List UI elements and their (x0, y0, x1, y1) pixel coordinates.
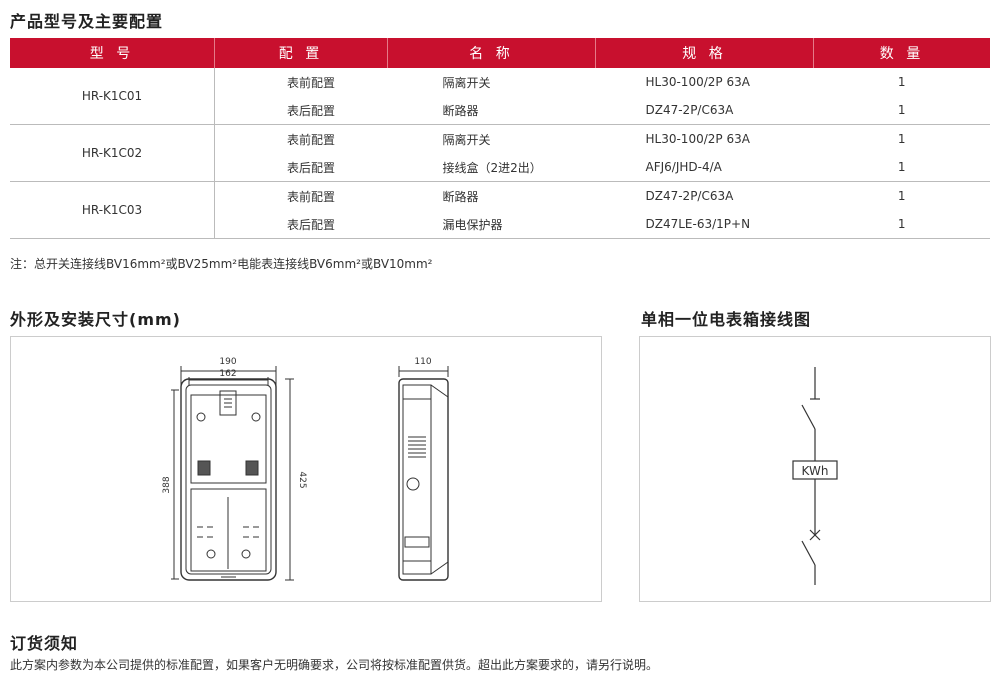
dim-depth: 110 (414, 357, 431, 367)
col-header-qty: 数 量 (813, 38, 990, 68)
table-row: HR-K1C01 表前配置 隔离开关 HL30-100/2P 63A 1 (10, 68, 990, 125)
table-header-row: 型 号 配 置 名 称 规 格 数 量 (10, 38, 990, 68)
kwh-meter-label: KWh (802, 464, 829, 478)
cell-config: 表后配置 (214, 210, 388, 239)
cell-config: 表前配置 (287, 189, 336, 204)
col-header-name: 名 称 (387, 38, 596, 68)
cell-qty: 1 (897, 189, 906, 203)
wiring-section-title: 单相一位电表箱接线图 (641, 310, 812, 329)
cell-name: 隔离开关 (442, 132, 491, 147)
config-section-title: 产品型号及主要配置 (10, 12, 164, 31)
cell-spec: DZ47-2P/C63A (595, 96, 814, 125)
cell-qty: 1 (897, 132, 906, 146)
cell-qty: 1 (813, 96, 990, 125)
col-header-config: 配 置 (214, 38, 388, 68)
dimension-drawing-panel: 190 162 388 425 110 (10, 336, 602, 602)
cell-model: HR-K1C01 (10, 68, 215, 125)
dim-height-inner: 388 (162, 476, 172, 493)
cell-name: 断路器 (442, 189, 479, 204)
dimensions-section-title: 外形及安装尺寸(mm) (10, 310, 181, 329)
cell-spec: HL30-100/2P 63A (645, 75, 750, 89)
cell-spec: DZ47LE-63/1P+N (595, 210, 814, 239)
table-row: HR-K1C03 表前配置 断路器 DZ47-2P/C63A 1 (10, 181, 990, 239)
cell-spec: DZ47-2P/C63A (645, 189, 734, 203)
cell-config: 表后配置 (214, 153, 388, 182)
cell-qty: 1 (897, 75, 906, 89)
cell-qty: 1 (813, 210, 990, 239)
cell-spec: AFJ6/JHD-4/A (595, 153, 814, 182)
cell-qty: 1 (813, 153, 990, 182)
cell-name: 漏电保护器 (387, 210, 596, 239)
dim-top-outer: 190 (219, 357, 236, 367)
cell-spec: HL30-100/2P 63A (645, 132, 750, 146)
dim-height-outer: 425 (297, 471, 307, 488)
dimension-drawing: 190 162 388 425 110 (162, 357, 449, 581)
dim-top-inner: 162 (219, 369, 236, 379)
col-header-model: 型 号 (10, 38, 215, 68)
cell-name: 隔离开关 (442, 75, 491, 90)
cell-model: HR-K1C02 (10, 124, 215, 182)
cell-config: 表前配置 (287, 75, 336, 90)
table-row: HR-K1C02 表前配置 隔离开关 HL30-100/2P 63A 1 (10, 124, 990, 182)
wiring-note: 注：总开关连接线BV16mm²或BV25mm²电能表连接线BV6mm²或BV10… (10, 257, 433, 271)
wiring-diagram: KWh (792, 367, 838, 585)
cell-config: 表后配置 (214, 96, 388, 125)
cell-config: 表前配置 (287, 132, 336, 147)
col-header-spec: 规 格 (595, 38, 814, 68)
order-note: 此方案内参数为本公司提供的标准配置，如果客户无明确要求，公司将按标准配置供货。超… (10, 658, 659, 672)
cell-model: HR-K1C03 (10, 181, 215, 239)
cell-name: 接线盒（2进2出） (387, 153, 596, 182)
cell-name: 断路器 (387, 96, 596, 125)
wiring-diagram-panel: KWh (639, 336, 991, 602)
order-section-title: 订货须知 (10, 634, 79, 653)
